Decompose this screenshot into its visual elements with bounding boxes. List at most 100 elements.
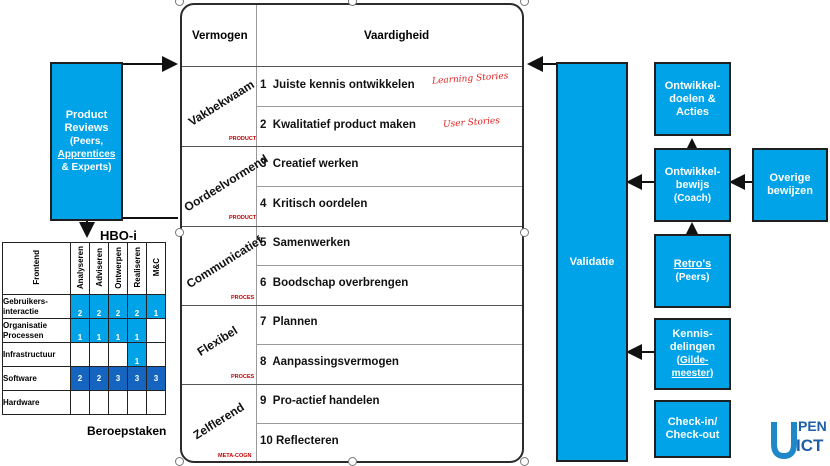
row-label: Gebruikers-interactie xyxy=(2,294,71,319)
checkin-label: Check-in/ Check-out xyxy=(665,416,720,441)
product-reviews-title: Product Reviews xyxy=(64,109,109,134)
logo-bottom-text: ICT xyxy=(796,436,824,455)
resize-handle[interactable] xyxy=(175,457,184,466)
table-cell: 1 xyxy=(146,294,166,319)
table-cell: 2 xyxy=(127,294,147,319)
product-reviews-peers: (Peers, xyxy=(69,136,104,147)
table-row: Hardware xyxy=(2,390,166,415)
resize-handle[interactable] xyxy=(520,457,529,466)
kennisdelingen-box: Kennis- delingen (Gilde- meester) xyxy=(654,318,731,390)
header-vaardigheid: Vaardigheid xyxy=(364,30,430,42)
category-tag: PRODUCT xyxy=(229,136,257,142)
resize-handle[interactable] xyxy=(175,228,184,237)
divider xyxy=(182,146,522,147)
kennisdelingen-sub2: meester) xyxy=(671,368,714,379)
divider xyxy=(256,265,522,266)
product-reviews-box: Product Reviews (Peers, Apprentices & Ex… xyxy=(50,62,123,221)
header-vermogen: Vermogen xyxy=(192,30,248,42)
divider xyxy=(256,106,522,107)
divider xyxy=(182,226,522,227)
table-cell: 2 xyxy=(70,366,90,391)
table-row: Software 2 2 3 3 3 xyxy=(2,366,166,391)
table-cell: 3 xyxy=(146,366,166,391)
kennisdelingen-label: Kennis- delingen xyxy=(669,328,716,353)
ontwikkeldoelen-box: Ontwikkel- doelen & Acties xyxy=(654,62,731,136)
retros-label: Retro's xyxy=(673,258,712,270)
overige-bewijzen-label: Overige bewijzen xyxy=(767,172,813,197)
ontwikkelbewijs-box: Ontwikkel- bewijs (Coach) xyxy=(654,148,731,222)
resize-handle[interactable] xyxy=(520,228,529,237)
table-cell xyxy=(89,342,109,367)
skill-item: 8 Aanpassingsvermogen xyxy=(260,356,399,368)
skill-item: 2 Kwalitatief product maken xyxy=(260,119,416,131)
overige-bewijzen-box: Overige bewijzen xyxy=(752,148,828,222)
divider xyxy=(182,66,522,67)
skill-item: 9 Pro-actief handelen xyxy=(260,395,380,407)
hbo-corner: Frontend xyxy=(2,242,71,295)
logo-o-icon xyxy=(771,422,797,460)
category-tag: PRODUCT xyxy=(229,215,257,221)
table-cell xyxy=(70,390,90,415)
resize-handle[interactable] xyxy=(175,0,184,6)
table-cell: 1 xyxy=(70,318,90,343)
competency-frame: Vermogen Vaardigheid xyxy=(180,3,524,463)
row-label: Hardware xyxy=(2,390,71,415)
skill-item: 6 Boodschap overbrengen xyxy=(260,277,409,289)
hbo-col-header: M&C xyxy=(146,242,166,295)
table-cell: 1 xyxy=(108,318,128,343)
resize-handle[interactable] xyxy=(348,457,357,466)
resize-handle[interactable] xyxy=(348,0,357,6)
table-cell xyxy=(146,342,166,367)
skill-item: 1 Juiste kennis ontwikkelen xyxy=(260,79,415,91)
table-cell: 1 xyxy=(127,318,147,343)
ontwikkelbewijs-sub: (Coach) xyxy=(673,192,712,204)
table-cell: 2 xyxy=(89,366,109,391)
table-cell: 2 xyxy=(108,294,128,319)
divider xyxy=(182,384,522,385)
table-cell: 2 xyxy=(70,294,90,319)
retros-box: Retro's (Peers) xyxy=(654,234,731,308)
hbo-col-header: Realiseren xyxy=(127,242,147,295)
kennisdelingen-sub1: Gilde- xyxy=(680,355,709,366)
kennisdelingen-sub: (Gilde- xyxy=(676,355,709,366)
validatie-box: Validatie xyxy=(556,62,628,462)
row-label: Infrastructuur xyxy=(2,342,71,367)
divider xyxy=(182,305,522,306)
open-ict-logo: PEN ICT xyxy=(770,418,827,460)
hbo-title: HBO-i xyxy=(100,228,137,243)
table-cell xyxy=(146,318,166,343)
product-reviews-apprentices: Apprentices xyxy=(57,149,116,160)
hbo-col-header: Analyseren xyxy=(70,242,90,295)
category-tag: PROCES xyxy=(231,374,255,380)
table-cell: 2 xyxy=(89,294,109,319)
table-cell xyxy=(89,390,109,415)
skill-item: 4 Kritisch oordelen xyxy=(260,198,368,210)
table-cell: 1 xyxy=(127,342,147,367)
hbo-col-header: Adviseren xyxy=(89,242,109,295)
beroepstaken-label: Beroepstaken xyxy=(87,424,167,438)
skill-item: 3 Creatief werken xyxy=(260,158,359,170)
hbo-col-header: Ontwerpen xyxy=(108,242,128,295)
column-divider xyxy=(256,5,257,461)
ontwikkelbewijs-label: Ontwikkel- bewijs xyxy=(664,165,721,191)
table-cell: 3 xyxy=(127,366,147,391)
table-cell xyxy=(146,390,166,415)
product-reviews-experts: & Experts) xyxy=(61,162,112,173)
validatie-label: Validatie xyxy=(569,255,615,268)
checkin-box: Check-in/ Check-out xyxy=(654,400,731,458)
category-tag: META-COGN xyxy=(218,453,252,459)
logo-top-text: PEN xyxy=(798,418,827,434)
skill-item: 5 Samenwerken xyxy=(260,237,351,249)
hbo-matrix: Frontend Analyseren Adviseren Ontwerpen … xyxy=(2,242,166,415)
table-row: Gebruikers-interactie 2 2 2 2 1 xyxy=(2,294,166,319)
table-cell xyxy=(70,342,90,367)
divider xyxy=(256,423,522,424)
resize-handle[interactable] xyxy=(520,0,529,6)
skill-item: 10 Reflecteren xyxy=(260,435,339,447)
skill-item: 7 Plannen xyxy=(260,316,318,328)
ontwikkeldoelen-label: Ontwikkel- doelen & Acties xyxy=(664,79,721,118)
table-cell xyxy=(108,342,128,367)
